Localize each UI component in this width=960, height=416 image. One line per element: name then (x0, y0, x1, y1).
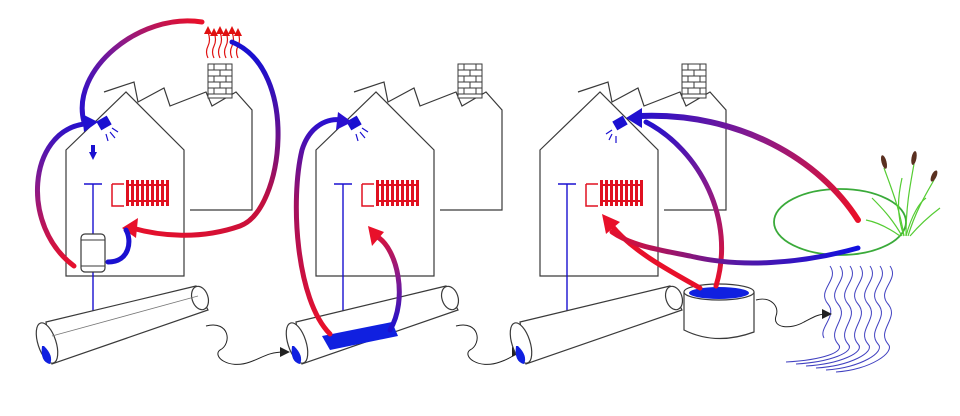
house-outline (315, 91, 435, 277)
heat-exchanger-outlet-arrow (293, 117, 343, 337)
shower-supply-arrowhead (336, 112, 352, 130)
house-outline (539, 91, 659, 277)
radiator (585, 180, 643, 207)
sewer-pipe (35, 285, 210, 365)
exhaust-heat-arrow (79, 18, 205, 125)
smoke-arrows (205, 31, 241, 59)
recovered-heat-arrow (129, 39, 281, 238)
pond-to-shower-arrow (637, 112, 861, 223)
sewer-water (322, 322, 398, 350)
tank-return-arrow (105, 227, 132, 265)
factory-roof (103, 81, 253, 211)
panel-2 (285, 63, 522, 365)
shower-head (346, 115, 369, 142)
sewer-water (41, 346, 52, 364)
factory-roof (353, 81, 503, 211)
water-pipe (558, 183, 576, 318)
recovered-heat-arrowhead (122, 218, 138, 238)
radiator-return-arrowhead (368, 226, 384, 246)
reed-plant (865, 163, 941, 237)
faucet (89, 145, 97, 160)
flow-arrowhead (280, 347, 290, 357)
cattail (880, 151, 938, 182)
flow-arrow (455, 324, 519, 365)
water-pipe (334, 183, 352, 330)
chimney (681, 63, 707, 99)
panel-1 (34, 18, 290, 365)
chimney (457, 63, 483, 99)
pond-return-arrow (609, 229, 861, 266)
shower-head (605, 115, 628, 143)
flow-arrow (755, 298, 827, 328)
tank-to-shower-arrowhead (82, 114, 98, 132)
tank-to-shower-arrow (34, 121, 87, 269)
wavy-stream (785, 265, 893, 373)
house-outline (65, 91, 185, 277)
factory-roof (577, 81, 727, 211)
tank-to-radiator-arrowhead (602, 214, 620, 234)
pond-to-shower-arrowhead (626, 108, 642, 128)
panel-3 (509, 63, 941, 373)
flow-arrow (205, 324, 285, 365)
sewer-pipe (509, 285, 684, 365)
radiator (361, 180, 419, 207)
settling-tank (683, 283, 755, 340)
chimney (207, 63, 233, 99)
boiler-tank (80, 233, 106, 273)
sewer-water (515, 346, 526, 364)
heat-exchanger-return-arrow (373, 233, 402, 333)
smoke-arrowheads (204, 26, 242, 36)
radiator (111, 180, 169, 207)
shower-head (96, 115, 119, 142)
flow-arrowhead (822, 309, 832, 319)
sewer-water-end (291, 346, 302, 364)
